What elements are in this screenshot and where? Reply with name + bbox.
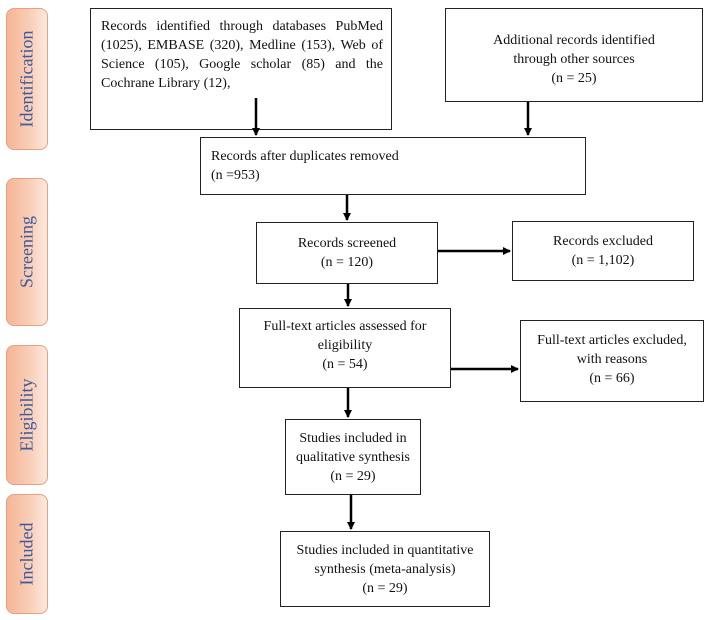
- box-additional-records: Additional records identified through ot…: [445, 8, 703, 102]
- box-line: (n = 120): [320, 255, 374, 270]
- box-line: (1025), EMBASE (320), Medline (153), Web…: [101, 38, 383, 53]
- box-line: Records identified through databases Pub…: [101, 19, 383, 34]
- box-line: (n = 66): [589, 371, 635, 386]
- box-line: Records excluded: [553, 234, 653, 249]
- box-line: Records after duplicates removed: [211, 149, 399, 164]
- box-line: (n =953): [211, 168, 260, 183]
- box-records-identified-databases: Records identified through databases Pub…: [90, 8, 392, 130]
- box-line: (n = 25): [551, 71, 597, 86]
- box-line: Studies included in: [299, 431, 407, 446]
- phase-eligibility: Eligibility: [6, 345, 48, 485]
- box-line: synthesis (meta-analysis): [314, 562, 456, 577]
- box-records-screened: Records screened (n = 120): [256, 222, 438, 284]
- box-records-excluded: Records excluded (n = 1,102): [512, 221, 694, 281]
- phase-included: Included: [6, 494, 48, 614]
- phase-screening: Screening: [6, 178, 48, 326]
- box-line: (n = 29): [362, 581, 408, 596]
- box-line: Science (105), Google scholar (85) and t…: [101, 57, 383, 72]
- box-qualitative-synthesis: Studies included in qualitative synthesi…: [285, 419, 421, 495]
- box-fulltext-assessed: Full-text articles assessed for eligibil…: [239, 308, 451, 388]
- box-line: through other sources: [513, 52, 635, 67]
- box-line: Studies included in quantitative: [296, 543, 474, 558]
- box-quantitative-synthesis: Studies included in quantitative synthes…: [280, 531, 490, 607]
- box-line: Full-text articles assessed for: [263, 319, 427, 334]
- box-line: Records screened: [297, 236, 397, 251]
- box-duplicates-removed: Records after duplicates removed (n =953…: [200, 137, 586, 195]
- box-line: with reasons: [576, 352, 648, 367]
- box-line: qualitative synthesis: [296, 450, 410, 465]
- box-line: (n = 54): [322, 357, 368, 372]
- box-line: Full-text articles excluded,: [537, 333, 687, 348]
- phase-identification: Identification: [6, 8, 48, 150]
- box-fulltext-excluded: Full-text articles excluded, with reason…: [520, 320, 704, 402]
- box-line: Cochrane Library (12),: [101, 76, 231, 91]
- box-line: Additional records identified: [493, 33, 655, 48]
- box-line: (n = 1,102): [571, 253, 635, 268]
- box-line: eligibility: [317, 338, 373, 353]
- box-line: (n = 29): [330, 469, 376, 484]
